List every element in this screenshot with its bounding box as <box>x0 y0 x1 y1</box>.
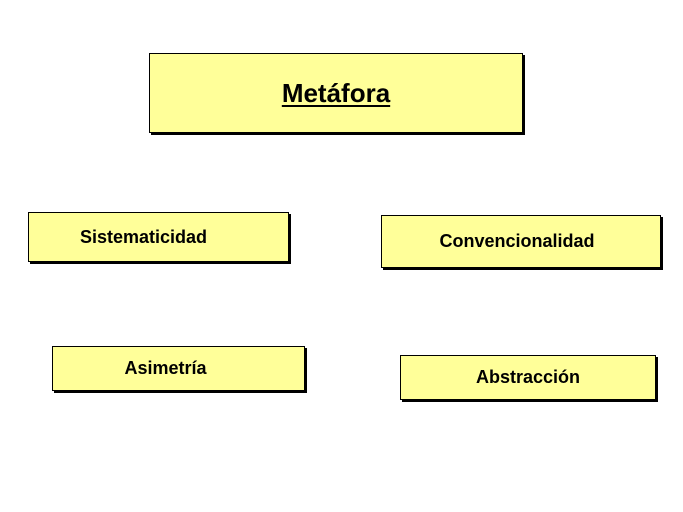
concept-box-abstraccion: Abstracción <box>400 355 656 400</box>
concept-box-convencionalidad: Convencionalidad <box>381 215 661 268</box>
concept-label-sistematicidad: Sistematicidad <box>79 226 208 247</box>
concept-label-asimetria: Asimetría <box>124 358 207 378</box>
diagram-title: Metáfora <box>281 77 391 108</box>
title-box: Metáfora <box>149 53 523 133</box>
concept-label-abstraccion: Abstracción <box>475 367 581 387</box>
concept-box-sistematicidad: Sistematicidad <box>28 212 289 262</box>
concept-label-convencionalidad: Convencionalidad <box>439 231 595 251</box>
concept-box-asimetria: Asimetría <box>52 346 305 391</box>
